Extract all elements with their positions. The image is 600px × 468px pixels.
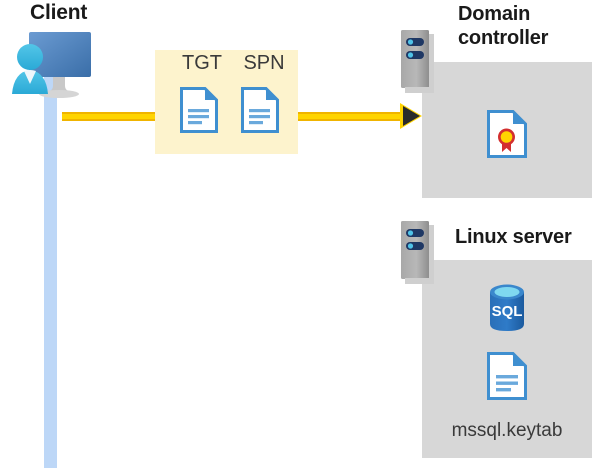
domain-controller-server-icon	[401, 30, 434, 93]
tgt-document-icon	[180, 87, 218, 133]
sql-database-icon: SQL	[485, 283, 529, 333]
client-computer-icon	[6, 24, 98, 100]
svg-text:SQL: SQL	[492, 303, 523, 320]
flow-arrow-head-icon	[403, 106, 420, 126]
tgt-label: TGT	[182, 52, 222, 74]
domain-controller-title: Domain controller	[458, 3, 549, 49]
spn-document-icon	[241, 87, 279, 133]
linux-server-title: Linux server	[455, 226, 572, 248]
client-lifeline	[44, 70, 57, 468]
certificate-document-icon	[487, 110, 527, 158]
client-title: Client	[30, 1, 88, 24]
keytab-filename-label: mssql.keytab	[451, 420, 563, 441]
spn-label: SPN	[243, 52, 285, 74]
linux-server-icon	[401, 221, 434, 284]
keytab-document-icon	[487, 352, 527, 400]
